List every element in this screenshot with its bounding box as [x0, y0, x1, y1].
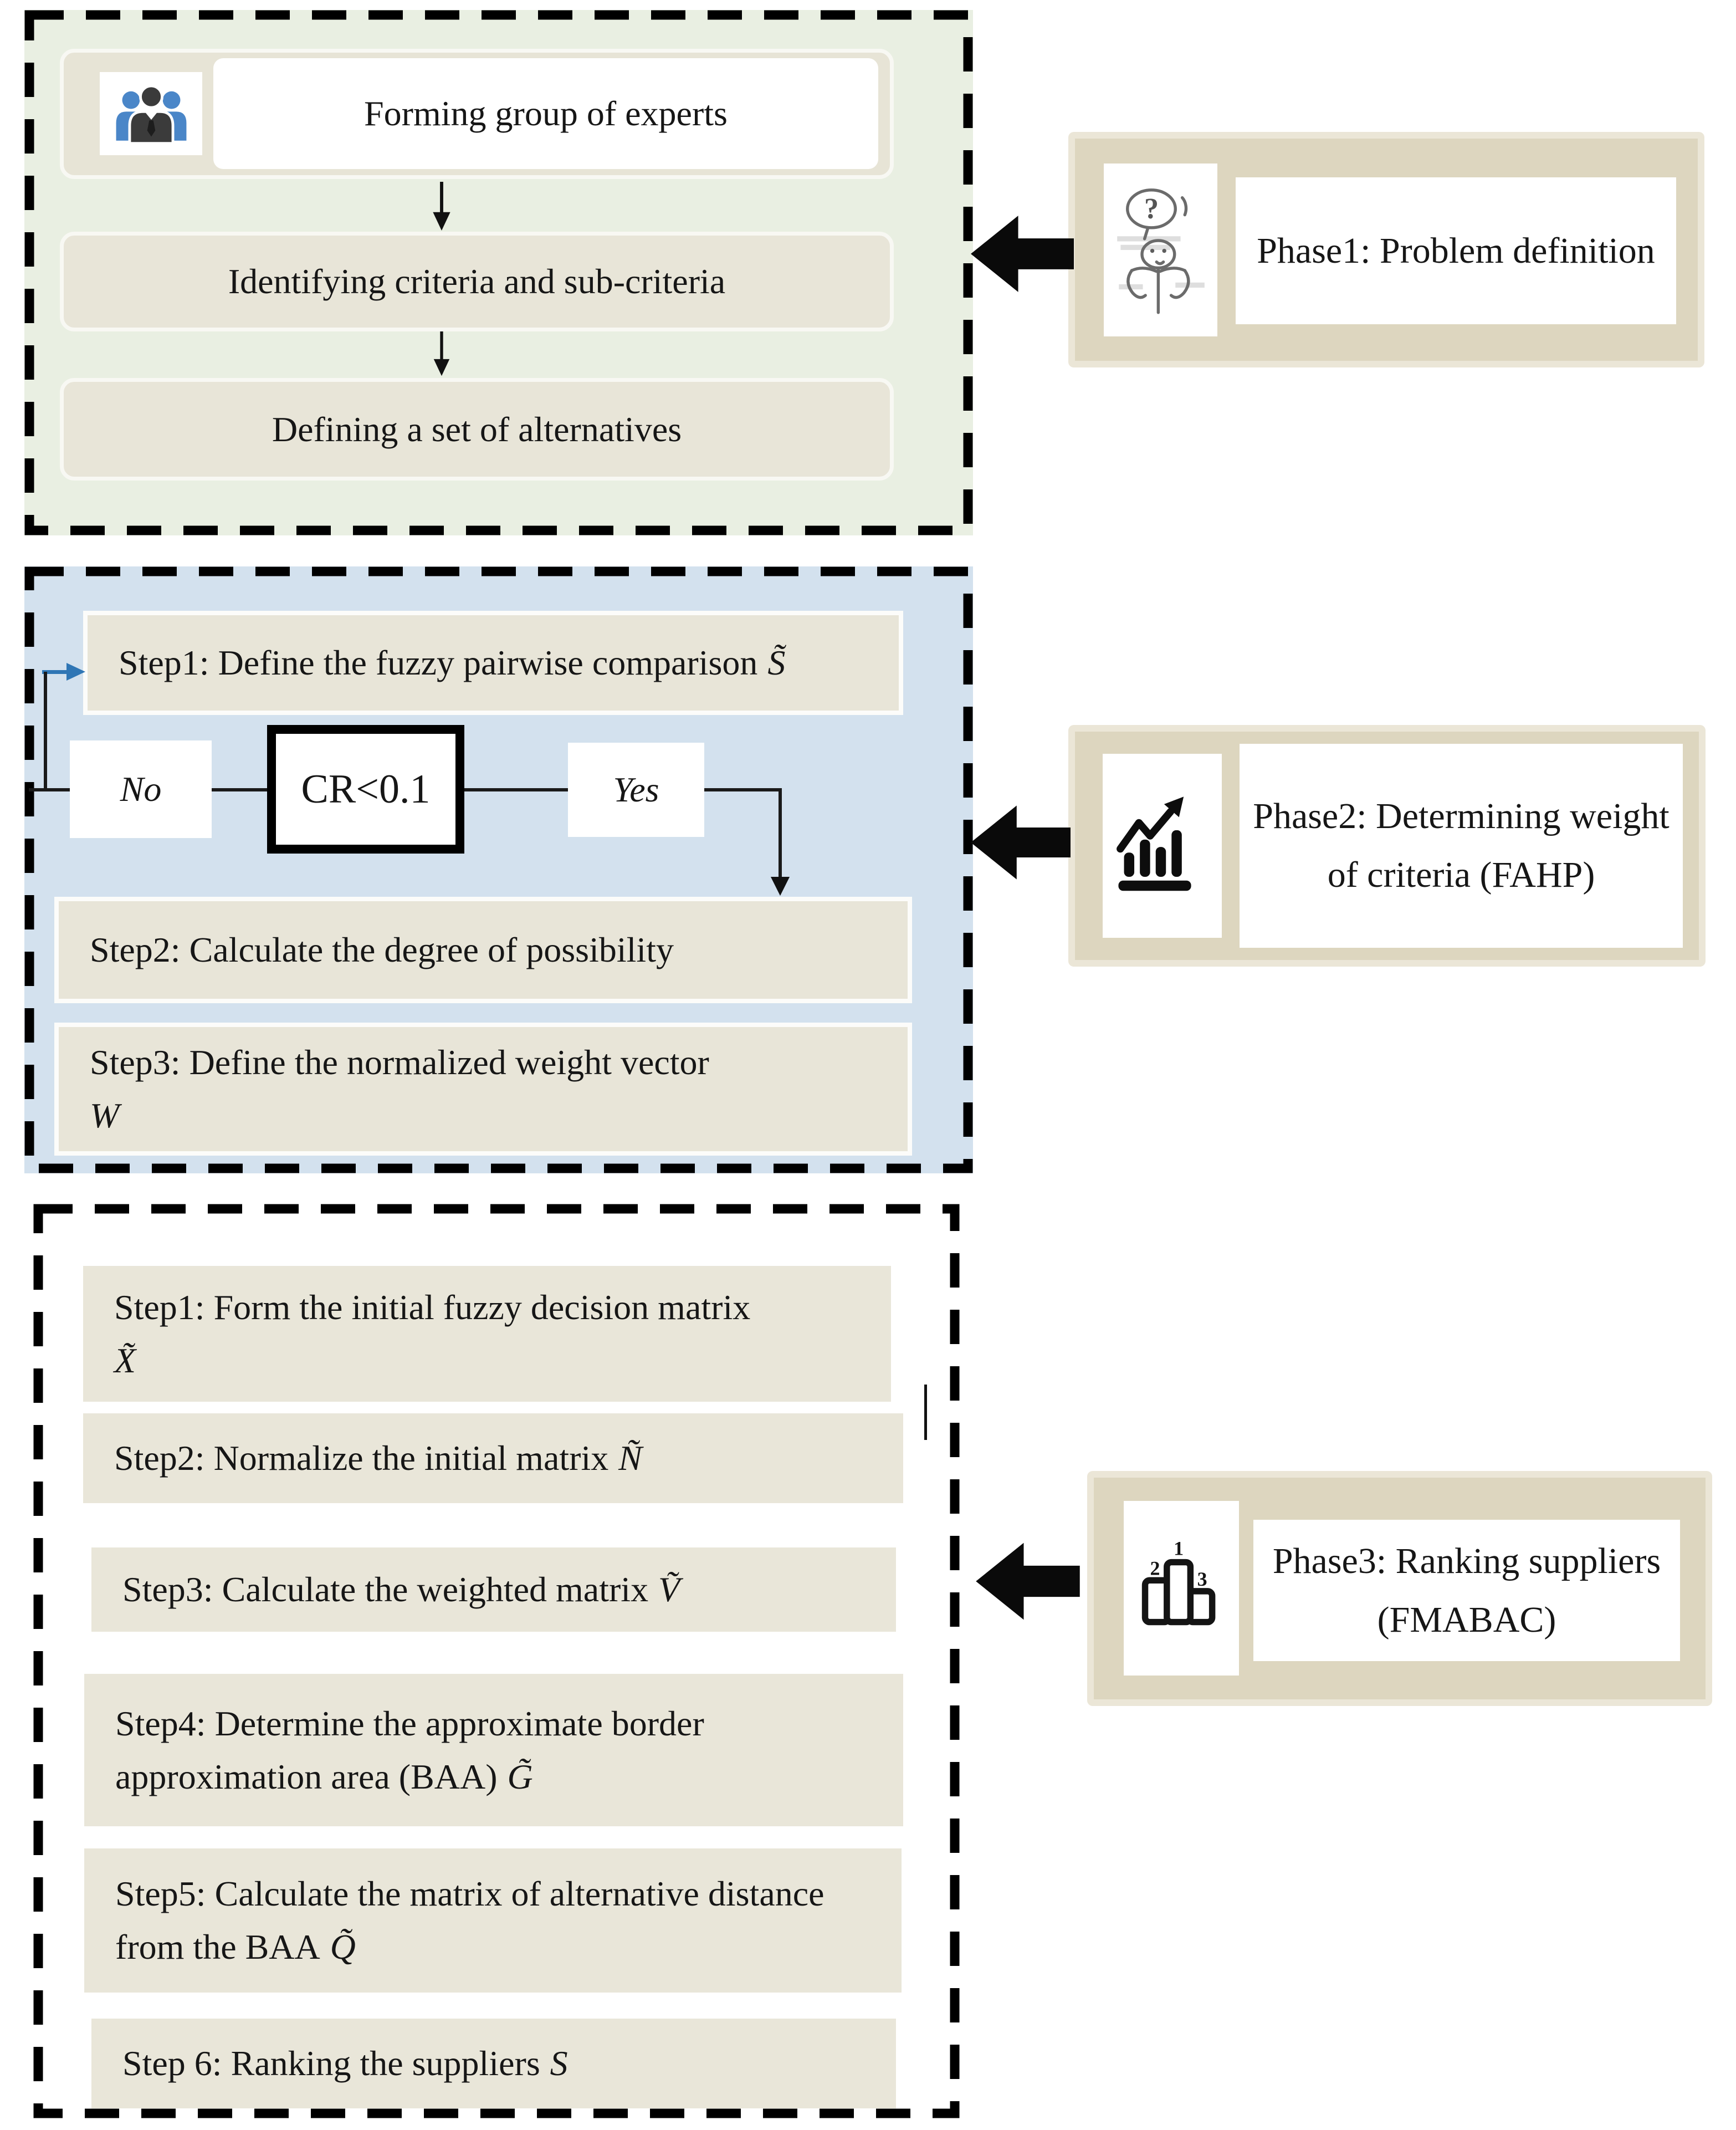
phase2-step1-label: Step1: Define the fuzzy pairwise compari… [119, 643, 758, 682]
phase3-title: Phase3: Ranking suppliers (FMABAC) [1253, 1520, 1680, 1661]
phase3-step5-label: Step5: Calculate the matrix of alternati… [115, 1874, 825, 1966]
decision-condition-box: CR<0.1 [267, 725, 464, 854]
loop-line-stub [29, 788, 70, 791]
confused-person-icon: ? [1104, 164, 1217, 336]
phase3-step3-symbol: Ṽ [658, 1570, 680, 1609]
phase1-step-forming-label: Forming group of experts [364, 94, 728, 133]
question-mark-glyph: ? [1144, 193, 1158, 225]
phase3-step1-symbol: X̃ [114, 1340, 136, 1380]
phase2-step1-symbol: S̃ [767, 643, 786, 682]
podium-number-1: 1 [1174, 1539, 1184, 1559]
phase1-pointer-arrow [971, 216, 1074, 292]
line-no-cr [212, 788, 267, 791]
phase2-step2-label: Step2: Calculate the degree of possibili… [90, 930, 674, 969]
phase3-step5-symbol: Q̃ [330, 1927, 356, 1966]
phase3-pointer-arrow [976, 1542, 1080, 1620]
line-yes-corner [704, 788, 782, 791]
phase3-step4-label: Step4: Determine the approximate border … [115, 1703, 704, 1796]
phase1-arrow-down-2 [433, 331, 450, 376]
phase1-step-criteria-label: Identifying criteria and sub-criteria [228, 262, 726, 301]
loop-line-vertical [44, 672, 47, 790]
decision-yes-box: Yes [568, 743, 704, 837]
line-cr-yes [464, 788, 568, 791]
phase3-step4-symbol: G̃ [507, 1756, 533, 1796]
podium-number-3: 3 [1197, 1568, 1207, 1590]
phase3-step6: Step 6: Ranking the suppliers S [91, 2019, 896, 2108]
phase1-step-criteria: Identifying criteria and sub-criteria [60, 232, 894, 331]
phase2-step3: Step3: Define the normalized weight vect… [54, 1023, 912, 1156]
loop-arrow-blue [42, 663, 85, 681]
podium-number-2: 2 [1150, 1557, 1160, 1579]
phase3-step6-symbol: S [550, 2044, 568, 2083]
arrowhead-into-step2 [770, 877, 790, 896]
phase1-step-alternatives: Defining a set of alternatives [60, 378, 894, 481]
phase3-step1: Step1: Form the initial fuzzy decision m… [83, 1266, 891, 1402]
phase2-step2: Step2: Calculate the degree of possibili… [54, 897, 912, 1003]
phase3-step5: Step5: Calculate the matrix of alternati… [84, 1848, 902, 1993]
phase2-step1: Step1: Define the fuzzy pairwise compari… [83, 611, 903, 715]
decision-no-box: No [70, 740, 212, 838]
experts-group-icon [100, 72, 202, 155]
phase2-step3-symbol: W [90, 1096, 120, 1135]
text-cursor-artifact [924, 1385, 927, 1440]
phase3-step1-label: Step1: Form the initial fuzzy decision m… [114, 1287, 751, 1327]
phase1-step-alternatives-label: Defining a set of alternatives [272, 409, 682, 449]
phase3-step2-symbol: Ñ [618, 1438, 642, 1478]
podium-ranking-icon: 1 2 3 [1124, 1501, 1239, 1676]
phase1-title: Phase1: Problem definition [1236, 177, 1676, 324]
phase3-step6-label: Step 6: Ranking the suppliers [122, 2044, 540, 2083]
growth-chart-icon [1103, 754, 1222, 938]
phase3-step3-label: Step3: Calculate the weighted matrix [122, 1570, 649, 1609]
phase2-title: Phase2: Determining weight of criteria (… [1240, 744, 1683, 948]
phase3-step2-label: Step2: Normalize the initial matrix [114, 1438, 609, 1478]
phase1-step-forming: Forming group of experts [213, 58, 878, 169]
phase1-arrow-down-1 [433, 182, 450, 231]
phase3-step4: Step4: Determine the approximate border … [84, 1674, 903, 1826]
line-corner-down [779, 788, 782, 878]
phase2-step3-label: Step3: Define the normalized weight vect… [90, 1043, 709, 1082]
phase2-pointer-arrow [971, 805, 1071, 880]
